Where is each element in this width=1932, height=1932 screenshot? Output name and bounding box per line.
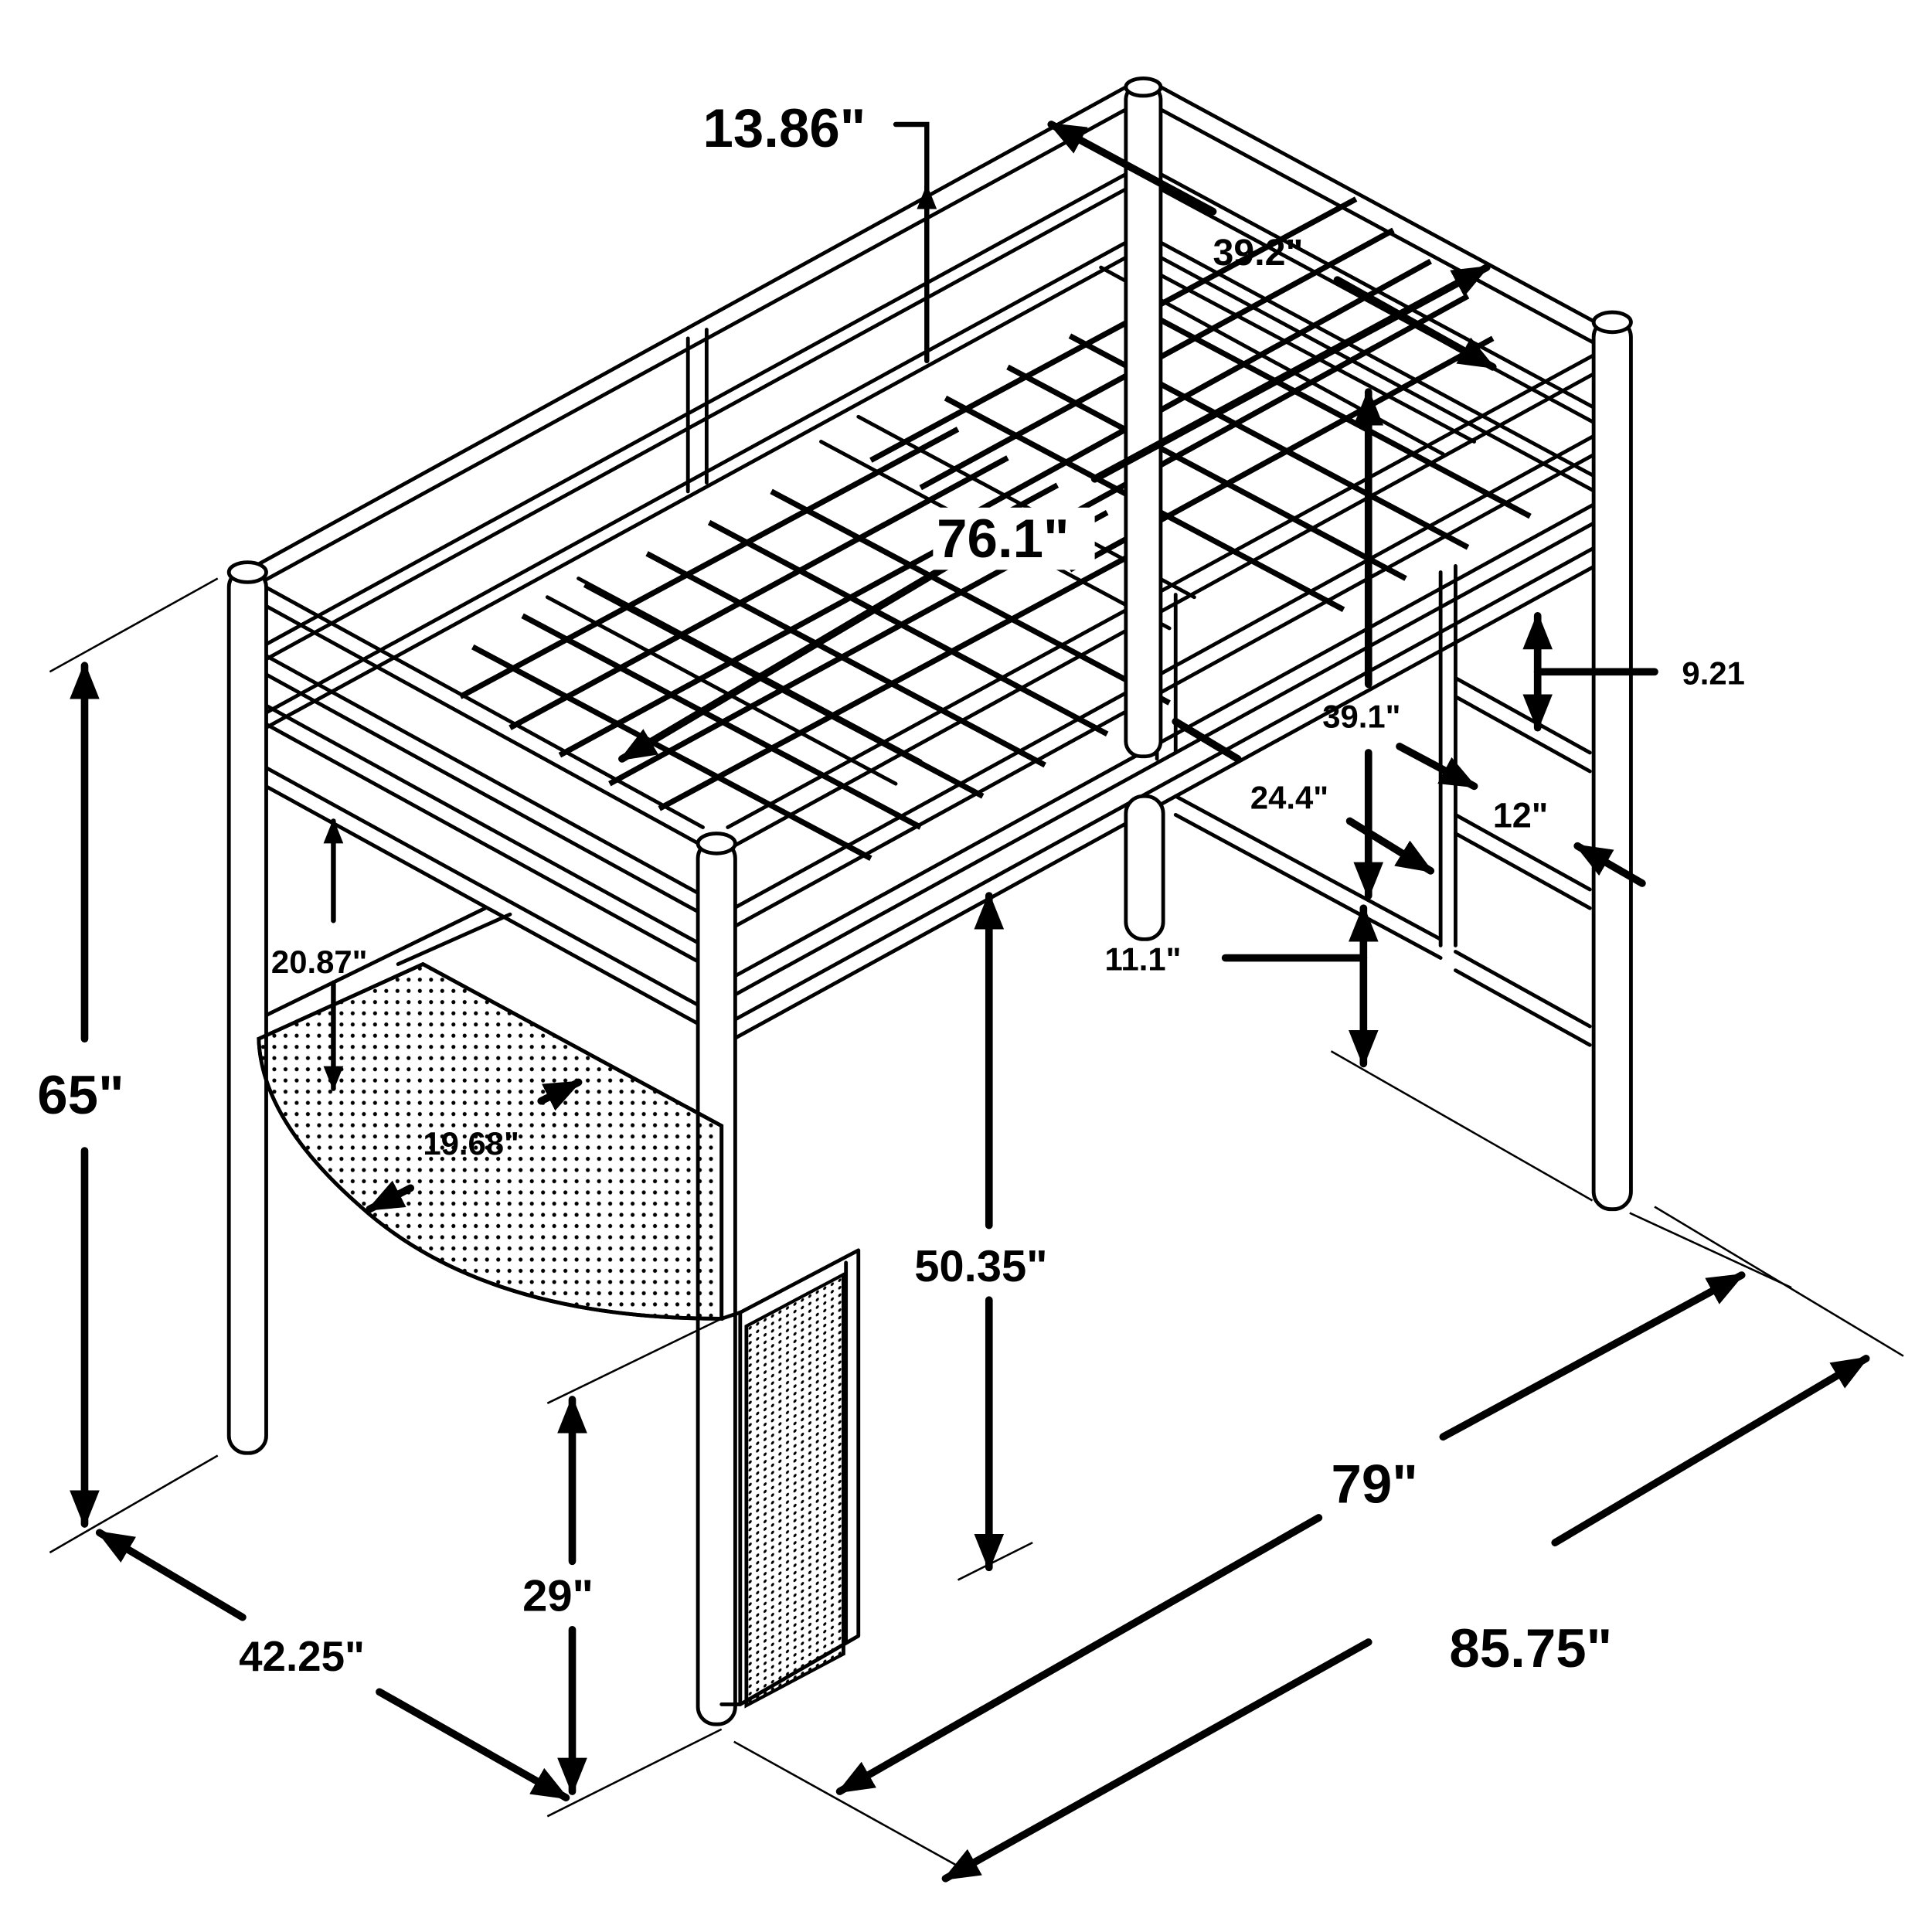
head-guardrail [1158, 85, 1604, 494]
desk-top-outline [257, 961, 724, 1321]
storage-cabinet [719, 1248, 861, 1709]
label-guardrail-height: 13.86" [703, 98, 866, 159]
back-guardrail [253, 85, 1128, 733]
label-bed-inner-width: 39.2" [1213, 232, 1304, 274]
label-overall-width: 42.25" [239, 1632, 365, 1680]
label-overall-length: 85.75" [1449, 1618, 1612, 1679]
back-left-post-upper [1124, 83, 1163, 759]
dimension-labels: 13.86" 39.2" 76.1" 9.21 39.1" 24.4" 12" … [37, 98, 1745, 1680]
label-desk-depth: 19.68" [423, 1125, 519, 1162]
dim-guardrail-height-leader [893, 121, 930, 364]
desk-support-rails [259, 906, 512, 1020]
label-mattress-length: 76.1" [937, 509, 1069, 570]
label-ladder-width: 12" [1493, 796, 1549, 835]
label-ladder-rung-spacing: 9.21 [1682, 655, 1744, 691]
bed-posts [226, 77, 1633, 1726]
label-overall-height: 65" [37, 1065, 124, 1126]
side-rail [732, 545, 1597, 1041]
back-right-post [1591, 318, 1633, 1212]
label-inner-length: 79" [1331, 1454, 1417, 1515]
back-left-post-lower [1124, 794, 1165, 941]
label-desk-height: 29" [522, 1572, 594, 1621]
desk [257, 961, 861, 1709]
label-ladder-height: 39.1" [1322, 699, 1400, 735]
front-left-post [226, 567, 268, 1455]
label-desk-clearance: 20.87" [271, 944, 368, 980]
label-under-bed-clearance: 50.35" [914, 1242, 1047, 1291]
label-ladder-opening: 24.4" [1250, 779, 1328, 815]
foot-guardrail [259, 583, 705, 1029]
dimension-arrows [70, 121, 1870, 1883]
label-bottom-rung-height: 11.1" [1104, 941, 1181, 978]
extension-lines [49, 577, 1904, 1867]
